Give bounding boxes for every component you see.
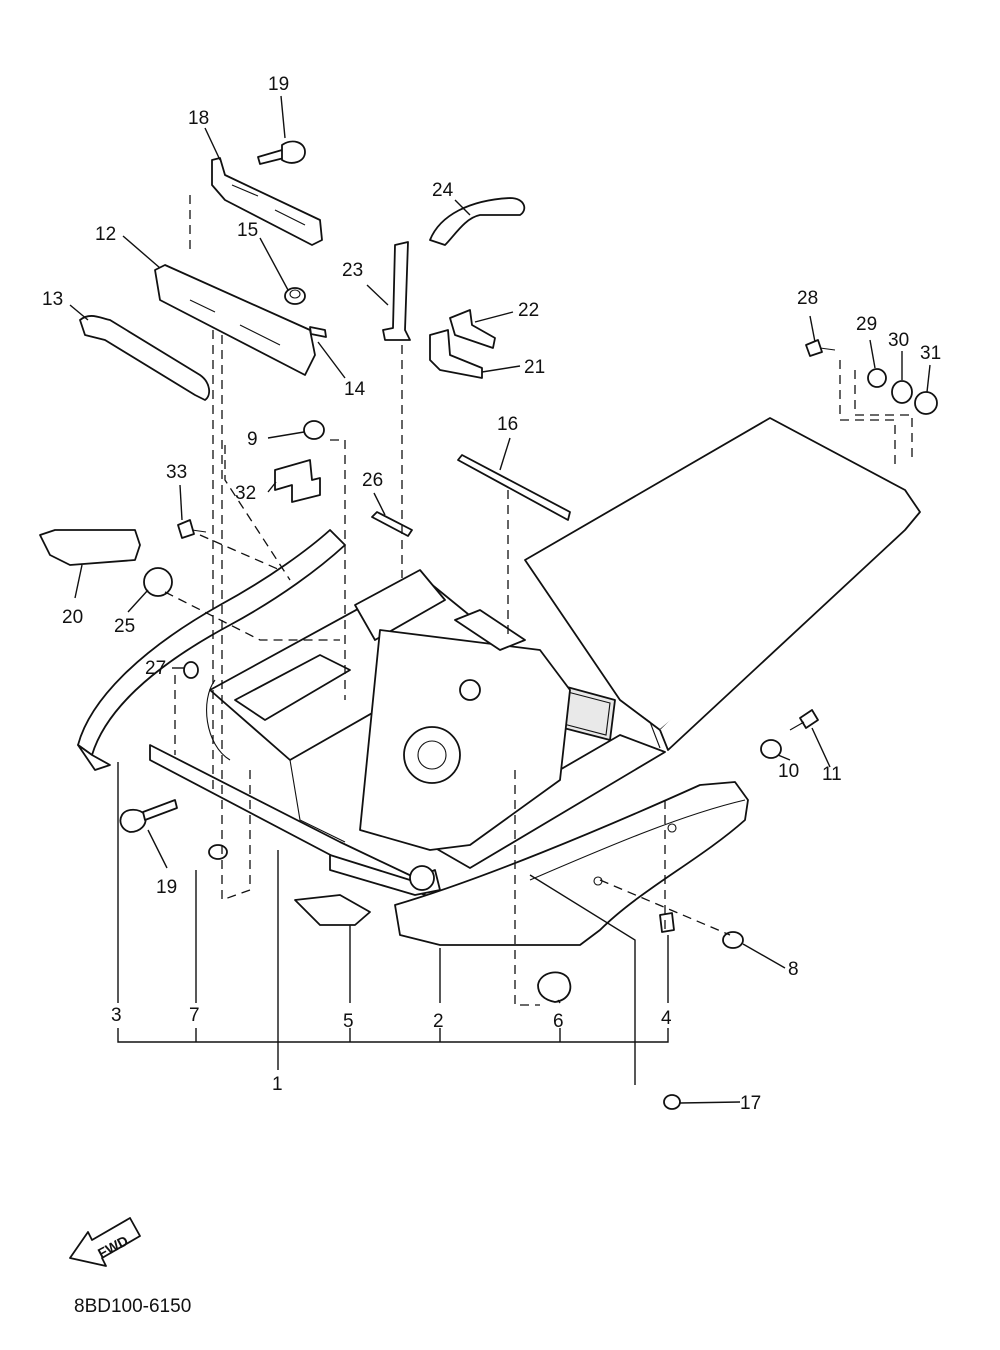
callout-4: 4 [661, 1008, 672, 1029]
callout-19-top: 19 [268, 74, 289, 95]
callout-labels: 19 18 24 12 15 23 13 22 14 21 28 29 30 3… [42, 74, 941, 1114]
pin-4 [659, 912, 675, 933]
callout-30: 30 [888, 330, 909, 351]
fwd-arrow-icon: FWD [69, 1217, 141, 1267]
callout-10: 10 [778, 761, 799, 782]
washer-30 [891, 380, 913, 404]
grommet-27 [183, 661, 199, 679]
bolt-11 [789, 709, 819, 731]
callout-23: 23 [342, 260, 363, 281]
bolt-28 [805, 339, 836, 357]
callout-26: 26 [362, 470, 383, 491]
callout-25: 25 [114, 616, 135, 637]
pad-26 [371, 511, 413, 537]
frame-assembly [77, 417, 921, 896]
callout-33: 33 [166, 462, 187, 483]
callout-5: 5 [343, 1011, 354, 1032]
callout-19-lower: 19 [156, 877, 177, 898]
callout-3: 3 [111, 1005, 122, 1026]
grommet-9 [303, 420, 325, 440]
callout-12: 12 [95, 224, 116, 245]
plate-12 [154, 264, 316, 376]
strip-16 [457, 454, 571, 521]
callout-18: 18 [188, 108, 209, 129]
callout-28: 28 [797, 288, 818, 309]
callout-31: 31 [920, 343, 941, 364]
grommet-10 [760, 739, 782, 759]
assembly-lines [164, 195, 913, 1006]
callout-13: 13 [42, 289, 63, 310]
callout-11: 11 [822, 764, 842, 785]
drawing-code: 8BD100-6150 [74, 1296, 191, 1317]
clip-32 [274, 459, 321, 503]
bracket-21 [429, 329, 483, 379]
callout-14: 14 [344, 379, 366, 400]
callout-32: 32 [235, 483, 256, 504]
callout-22: 22 [518, 300, 539, 321]
callout-29: 29 [856, 314, 877, 335]
callout-15: 15 [237, 220, 258, 241]
side-cover-2 [394, 781, 749, 946]
cap-17 [663, 1094, 681, 1110]
bolt-19-lower [119, 799, 178, 833]
callout-17: 17 [740, 1093, 761, 1114]
bar-23 [382, 241, 411, 341]
callout-6: 6 [553, 1011, 564, 1032]
pad-14 [309, 326, 327, 338]
grab-24 [429, 197, 526, 246]
cover-20 [39, 529, 141, 566]
callout-7: 7 [189, 1005, 200, 1026]
callout-9: 9 [247, 429, 258, 450]
callout-16: 16 [497, 414, 518, 435]
callout-20: 20 [62, 607, 83, 628]
callout-27: 27 [145, 658, 166, 679]
bracket-5 [294, 894, 371, 926]
callout-1: 1 [272, 1074, 283, 1095]
grommet-15 [284, 287, 306, 305]
nut-31 [914, 391, 938, 415]
callout-24: 24 [432, 180, 454, 201]
handle-13 [79, 315, 211, 401]
cap-8 [722, 931, 744, 949]
callout-bracket [117, 762, 669, 1070]
leader-lines [69, 95, 931, 1104]
callout-2: 2 [433, 1011, 444, 1032]
washer-29 [867, 368, 887, 388]
bracket-18 [211, 157, 323, 246]
bolt-19-top [257, 140, 306, 165]
callout-21: 21 [524, 357, 545, 378]
callout-8: 8 [788, 959, 799, 980]
grommet-25 [143, 567, 173, 597]
clip-6 [537, 971, 572, 1003]
block-22 [449, 309, 496, 349]
cap-7 [208, 844, 228, 860]
screw-33 [177, 519, 207, 539]
